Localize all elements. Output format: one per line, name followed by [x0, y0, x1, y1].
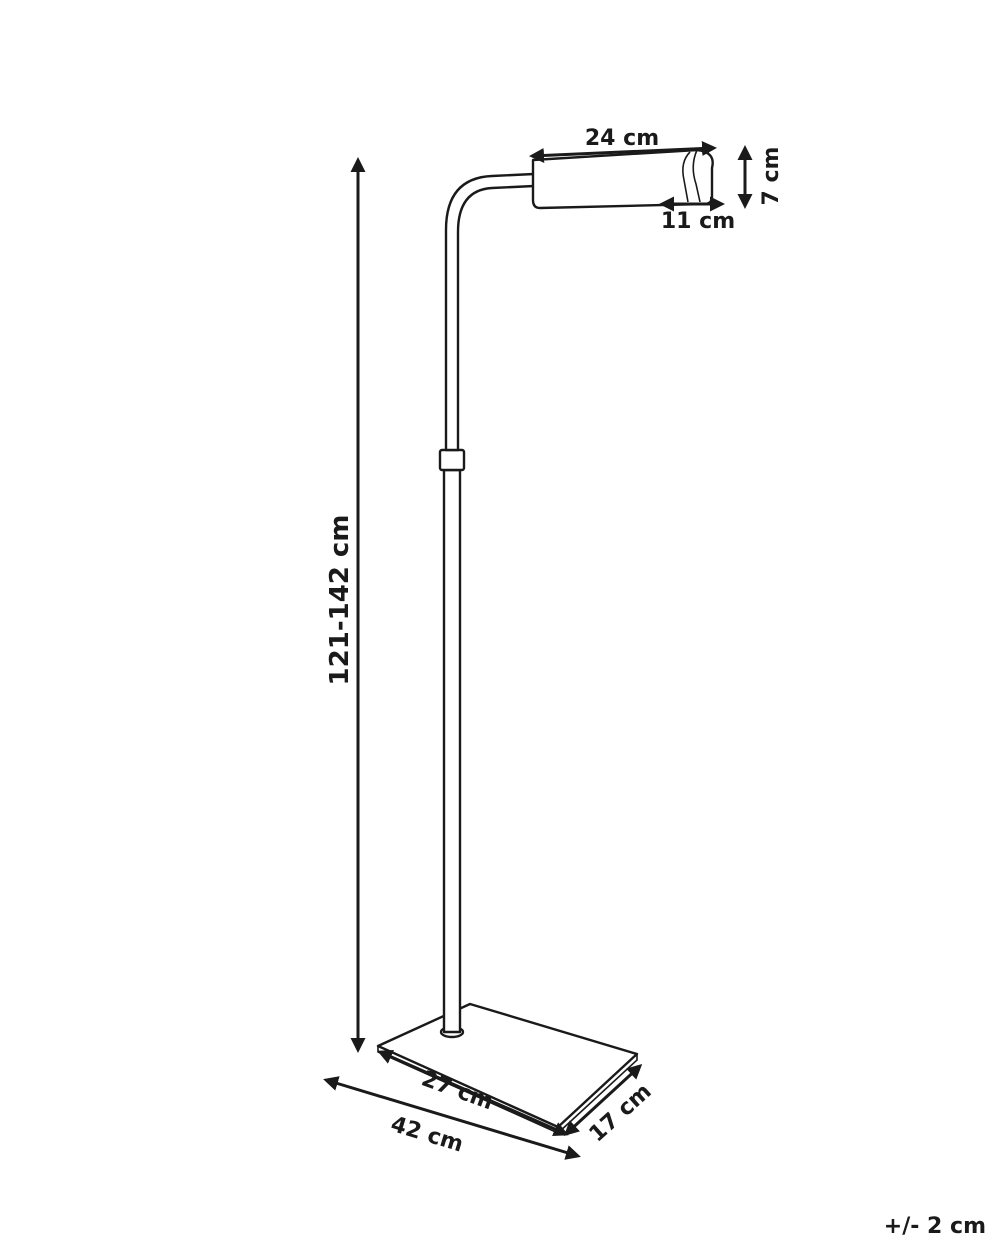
shade-depth-label: 11 cm	[661, 209, 735, 234]
lamp-shade	[531, 148, 714, 210]
shade-height-label: 7 cm	[759, 147, 784, 206]
dimension-lines	[323, 141, 753, 1160]
shade-length-line	[529, 141, 717, 163]
height-label: 121-142 cm	[325, 515, 355, 686]
lamp-upper-stem	[444, 172, 536, 452]
dimension-labels: 121-142 cm 24 cm 7 cm 11 cm 27 cm 17 cm …	[325, 126, 986, 1239]
height-adjust-joint	[438, 448, 466, 472]
shade-length-label: 24 cm	[585, 126, 659, 151]
tolerance-label: +/- 2 cm	[884, 1214, 986, 1239]
lamp-drawing	[376, 148, 714, 1134]
lamp-lower-stem	[442, 468, 462, 1034]
total-length-line	[323, 1076, 581, 1160]
